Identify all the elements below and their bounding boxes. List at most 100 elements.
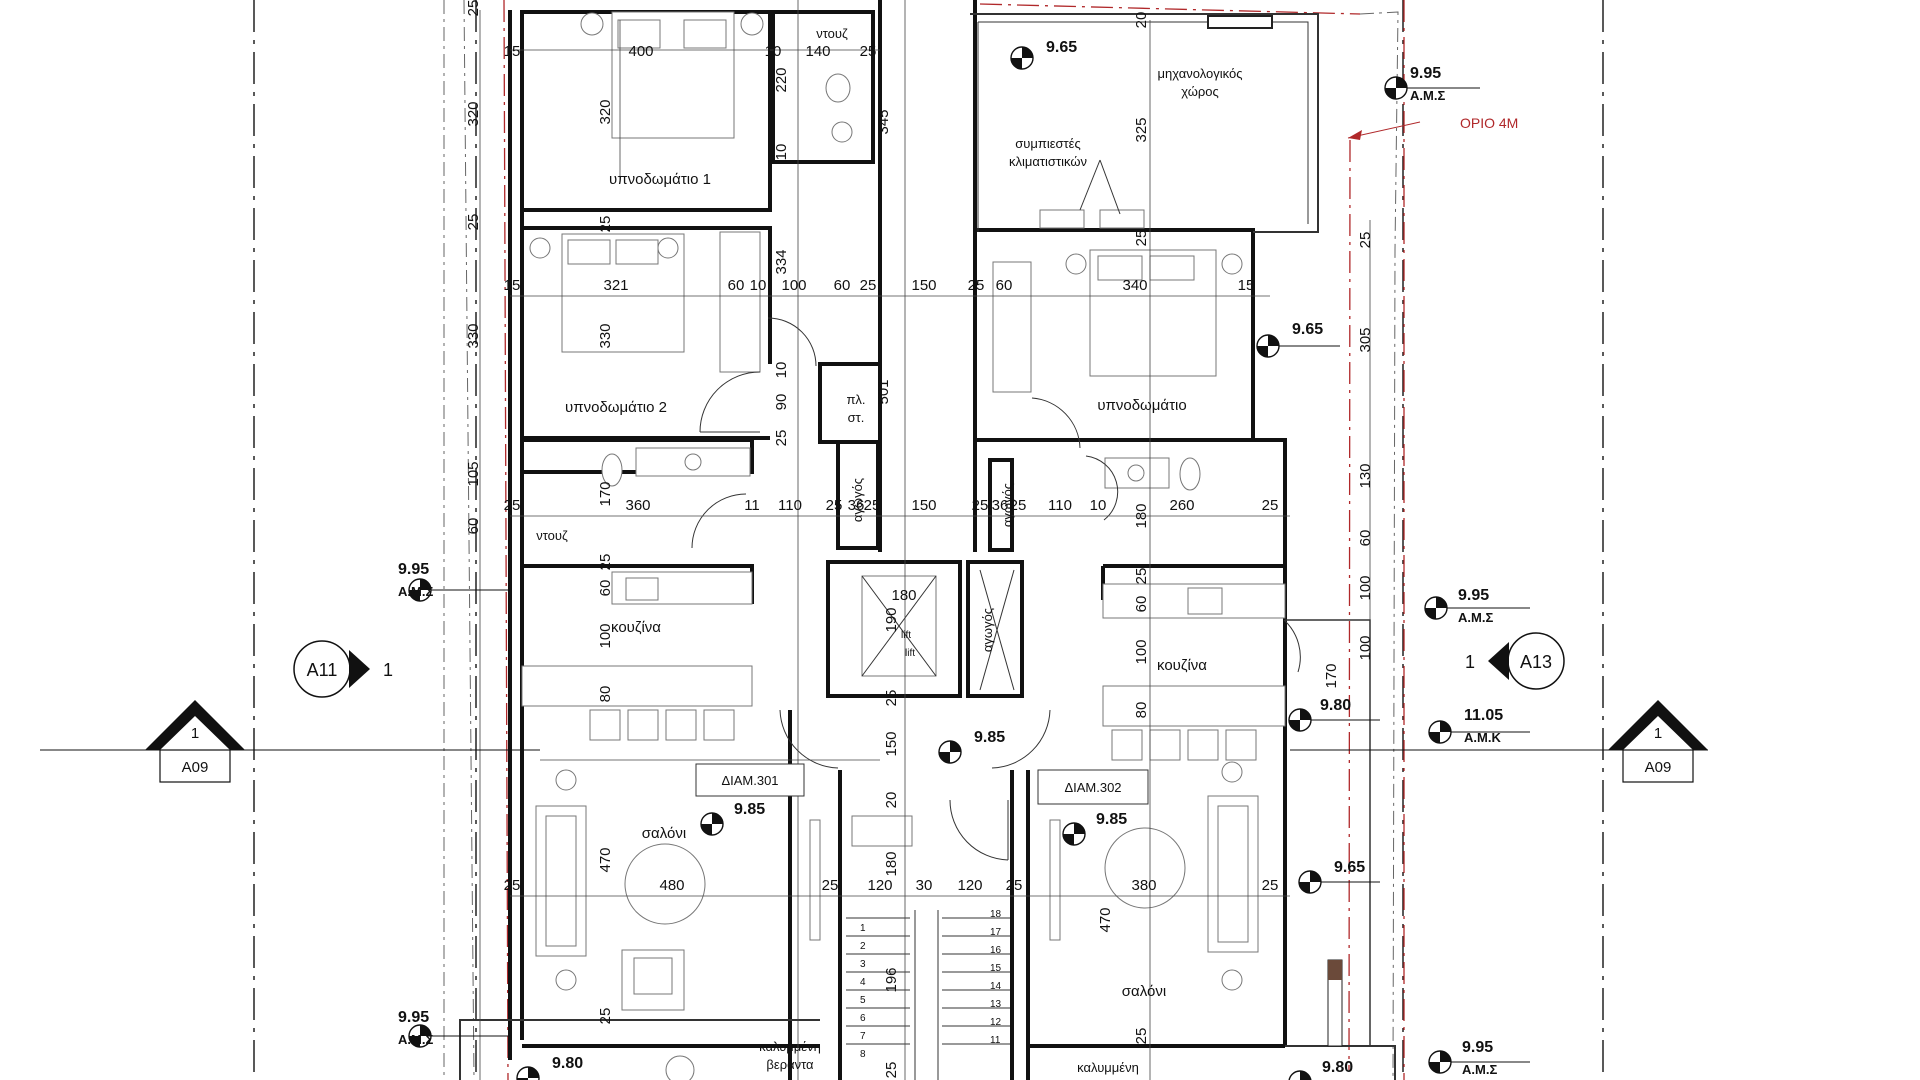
- level-l3: 9.65: [1256, 321, 1340, 358]
- dimension-130: 130: [1357, 463, 1374, 488]
- section-marker-left: 1 A09: [40, 700, 540, 783]
- dimension-380: 380: [1131, 877, 1156, 894]
- room-kitchen-right: κουζίνα: [1157, 657, 1207, 674]
- dimension-345: 345: [875, 109, 892, 134]
- dimension-25i: 25: [972, 497, 989, 514]
- compressors-1: συμπιεστές: [1015, 136, 1081, 151]
- level-code-l4: Α.Μ.Σ: [398, 584, 433, 599]
- dimension-170a: 170: [597, 481, 614, 506]
- dimension-25n: 25: [883, 690, 900, 707]
- level-code-l5: Α.Μ.Σ: [1458, 610, 1493, 625]
- dimension-10e: 10: [1090, 497, 1107, 514]
- dimension-25g: 25: [826, 497, 843, 514]
- stair-step-right: 15: [990, 963, 1002, 974]
- stair-step-right: 17: [990, 927, 1002, 938]
- dimension-15b: 15: [1238, 277, 1255, 294]
- limit-label: ΟΡΙΟ 4Μ: [1460, 115, 1518, 131]
- dimension-25q: 25: [1357, 232, 1374, 249]
- room-bedroom-2: υπνοδωμάτιο 2: [565, 399, 667, 416]
- level-value-l14: 9.95: [1462, 1039, 1493, 1056]
- dimension-10d: 10: [773, 362, 790, 379]
- stair-step-right: 18: [990, 909, 1002, 920]
- section-num-left: 1: [191, 725, 199, 742]
- grid-axes: [253, 0, 1604, 1080]
- level-value-l4: 9.95: [398, 561, 429, 578]
- level-l9: 9.85: [700, 801, 765, 836]
- dimension-305: 305: [1357, 327, 1374, 352]
- dimension-110a: 110: [778, 497, 802, 514]
- dimension-325: 325: [1133, 117, 1150, 142]
- room-living-left: σαλόνι: [642, 825, 686, 842]
- dimension-320b: 320: [597, 99, 614, 124]
- dimension-140: 140: [805, 43, 830, 60]
- level-value-l11: 9.65: [1334, 859, 1365, 876]
- dimension-60b: 60: [834, 277, 851, 294]
- stair-step-right: 13: [990, 999, 1002, 1010]
- level-code-l14: Α.Μ.Σ: [1462, 1062, 1497, 1077]
- stair-step-left: 8: [860, 1049, 866, 1060]
- dimension-150c: 150: [883, 731, 900, 756]
- dimension-25h: 25: [864, 497, 881, 514]
- level-l4: 9.95Α.Μ.Σ: [398, 561, 510, 602]
- dimension-480: 480: [659, 877, 684, 894]
- section-ref-left: A09: [182, 759, 209, 776]
- section-ref-right: A09: [1645, 759, 1672, 776]
- stair-step-left: 2: [860, 941, 866, 952]
- level-l14: 9.95Α.Μ.Σ: [1428, 1039, 1530, 1077]
- dimension-25k: 25: [1262, 497, 1279, 514]
- level-value-l10: 9.85: [1096, 811, 1127, 828]
- dimension-90: 90: [773, 394, 790, 411]
- elevation-num-right: 1: [1465, 652, 1475, 672]
- level-l12: 9.95Α.Μ.Σ: [398, 1009, 510, 1048]
- room-machine-1: μηχανολογικός: [1158, 66, 1243, 81]
- room-shower: ντουζ: [536, 528, 568, 543]
- section-num-right: 1: [1654, 725, 1662, 742]
- dimension-11: 11: [744, 497, 760, 514]
- level-value-l9: 9.85: [734, 801, 765, 818]
- dimension-100c: 100: [1133, 639, 1150, 664]
- level-l15: 9.80: [1288, 1059, 1353, 1080]
- room-veranda-right: καλυμμένη: [1077, 1060, 1139, 1075]
- dimension-25x: 25: [883, 1062, 900, 1079]
- dimension-100d: 100: [1357, 575, 1374, 600]
- stair-step-right: 11: [990, 1035, 1001, 1046]
- elevation-marker-left: A11 1: [293, 640, 393, 698]
- stair-step-right: 14: [990, 981, 1002, 992]
- level-l2: 9.95Α.Μ.Σ: [1384, 65, 1480, 103]
- dimension-470b: 470: [1097, 907, 1114, 932]
- dimension-25o: 25: [1133, 568, 1150, 585]
- dimension-120a: 120: [867, 877, 892, 894]
- elevation-ref-left: A11: [307, 660, 338, 680]
- dimension-100e: 100: [1357, 635, 1374, 660]
- dimension-110b: 110: [1048, 497, 1072, 514]
- dimension-60c: 60: [996, 277, 1013, 294]
- dimension-334: 334: [773, 249, 790, 274]
- room-bedroom-1: υπνοδωμάτιο 1: [609, 171, 711, 188]
- dimension-60f: 60: [1133, 596, 1150, 613]
- dimension-25a: 25: [860, 43, 877, 60]
- dimension-330a: 330: [465, 323, 482, 348]
- dimension-120b: 120: [957, 877, 982, 894]
- room-veranda-left-1: καλυμμένη: [759, 1039, 821, 1054]
- stair-step-right: 12: [990, 1017, 1002, 1028]
- dimension-36b: 36: [992, 497, 1009, 514]
- dimension-100b: 100: [597, 623, 614, 648]
- room-labels: υπνοδωμάτιο 1 υπνοδωμάτιο 2 υπνοδωμάτιο …: [536, 26, 1242, 1075]
- dimension-150a: 150: [911, 277, 936, 294]
- stair-step-left: 7: [860, 1031, 866, 1042]
- dimension-25c: 25: [597, 216, 614, 233]
- room-machine-2: χώρος: [1181, 84, 1219, 99]
- dimension-321: 321: [603, 277, 628, 294]
- dimension-501: 501: [875, 379, 892, 404]
- level-l1: 9.65: [1010, 39, 1077, 70]
- stair-step-left: 6: [860, 1013, 866, 1024]
- dimension-180c: 180: [883, 851, 900, 876]
- dimension-25l: 25: [504, 497, 521, 514]
- elevation-num-left: 1: [383, 660, 393, 680]
- dimension-25f: 25: [773, 430, 790, 447]
- apartment-label-right: ΔΙΑΜ.302: [1064, 780, 1121, 795]
- level-value-l13: 9.80: [552, 1055, 583, 1072]
- compressors-2: κλιματιστικών: [1009, 154, 1087, 169]
